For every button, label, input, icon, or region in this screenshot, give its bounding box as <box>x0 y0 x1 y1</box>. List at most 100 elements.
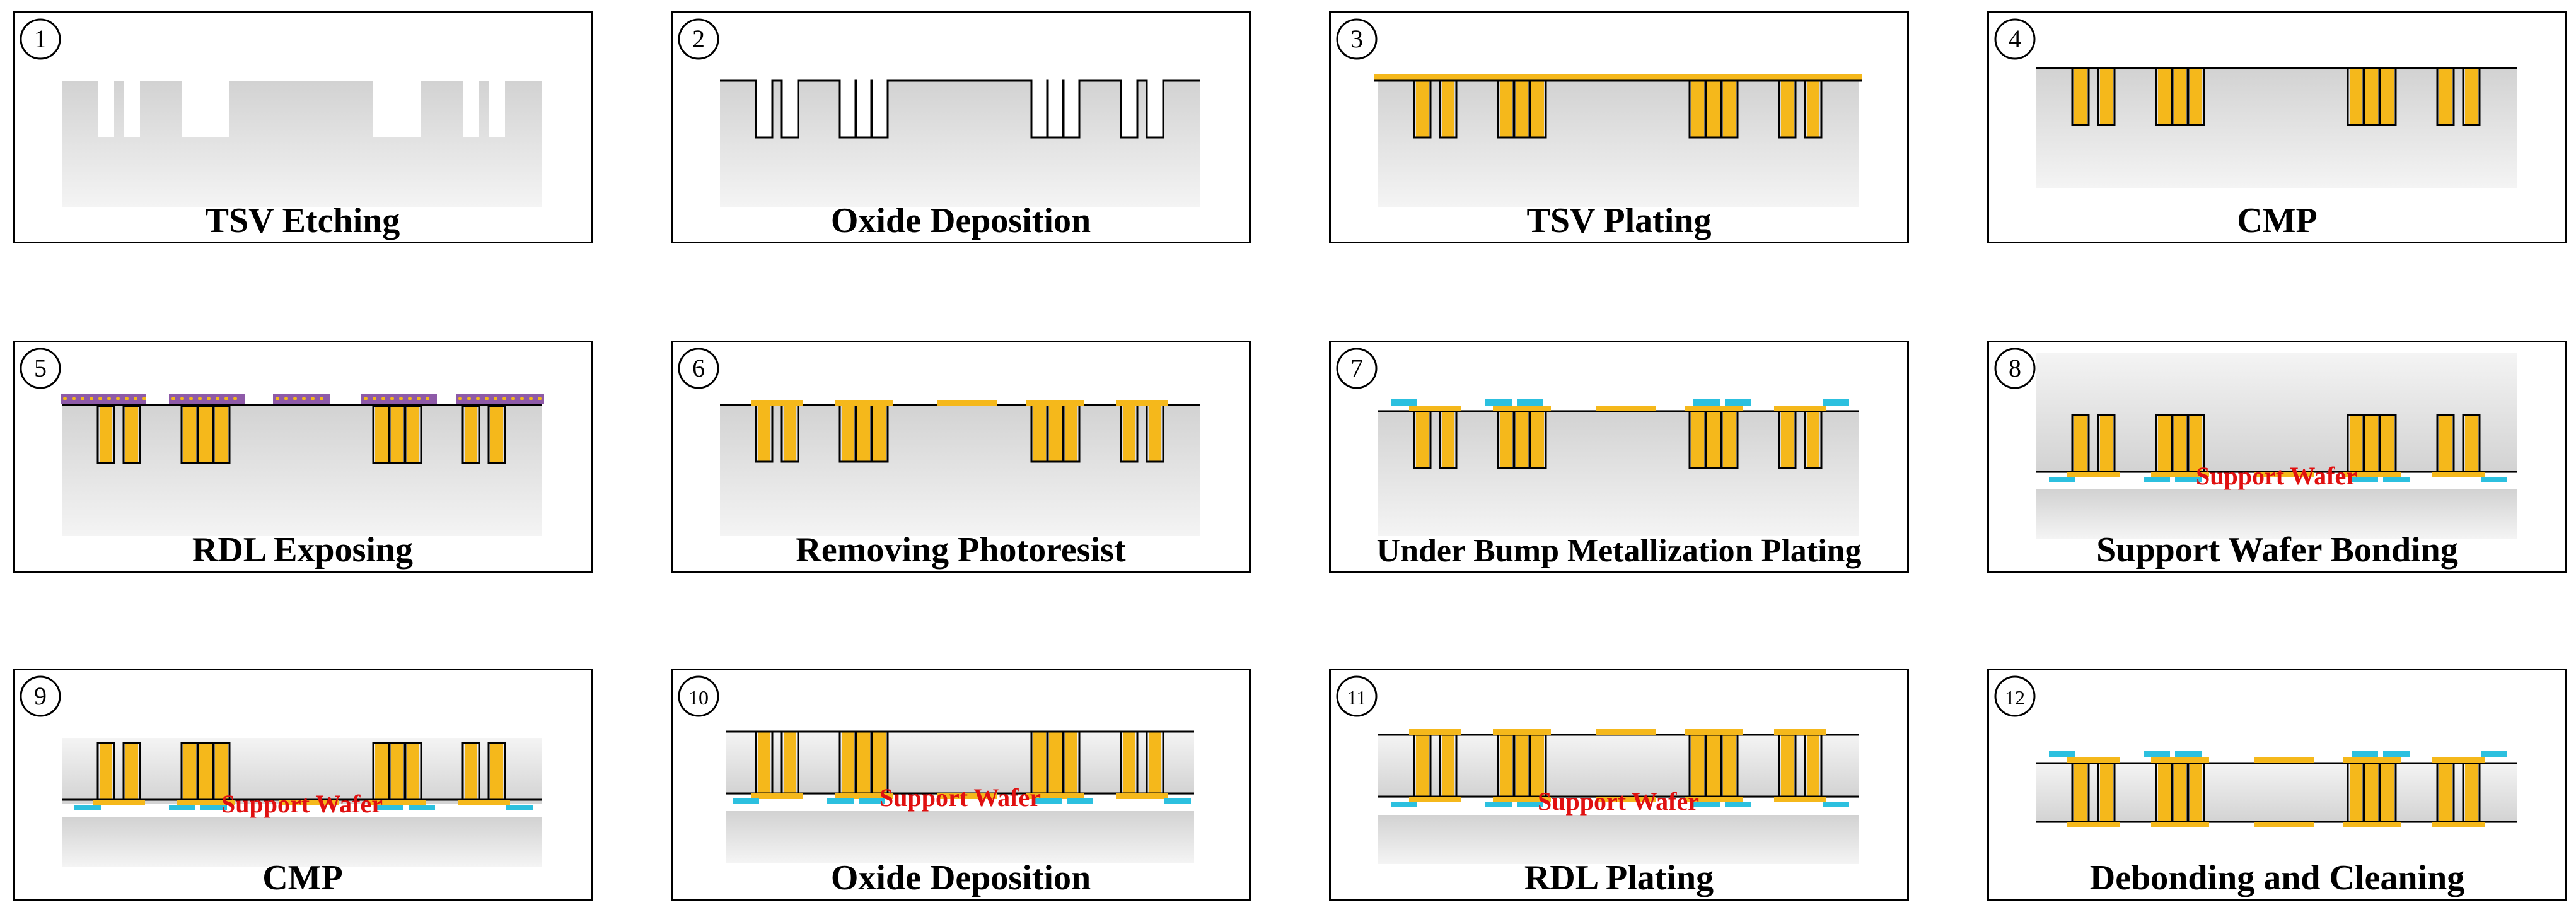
tsv-via-outline <box>2462 67 2481 126</box>
tsv-copper-fill <box>1723 735 1736 797</box>
rdl-trace <box>937 400 997 406</box>
tsv-hole <box>98 81 114 137</box>
rdl-trace <box>1774 406 1826 411</box>
rdl-trace <box>1026 793 1084 799</box>
step-number-circle <box>1336 348 1378 389</box>
support-wafer-label: Support Wafer <box>2196 462 2357 490</box>
photoresist-dot <box>72 397 76 400</box>
step-number-circle <box>678 675 719 717</box>
process-step-10-cross-section: Support Wafer <box>726 730 1194 863</box>
tsv-copper-fill <box>1781 735 1794 797</box>
tsv-copper-fill <box>1149 405 1161 462</box>
step-label: Debonding and Cleaning <box>2090 858 2464 897</box>
ubm-pad <box>2352 477 2378 482</box>
tsv-copper-fill <box>758 405 770 462</box>
step-number-circle <box>1994 18 2036 60</box>
process-step-3-cross-section <box>1374 74 1862 207</box>
tsv-copper-fill <box>2074 68 2087 125</box>
photoresist-segment <box>61 394 146 404</box>
process-step-1-cross-section <box>62 81 542 207</box>
photoresist-dot <box>302 397 306 400</box>
process-step-6-cross-section <box>720 400 1200 536</box>
photoresist-dot <box>284 397 288 400</box>
tsv-via-outline <box>487 405 506 464</box>
photoresist-dot <box>107 397 111 400</box>
rdl-trace <box>458 800 510 805</box>
tsv-copper-fill <box>2100 68 2113 125</box>
step-number-circle <box>678 348 719 389</box>
photoresist-dot <box>381 397 385 400</box>
ubm-pad <box>506 805 533 810</box>
ubm-pad <box>2175 477 2202 482</box>
photoresist-dot <box>189 397 193 400</box>
step-label: RDL Exposing <box>192 530 413 570</box>
ubm-pad <box>1693 399 1720 406</box>
step-number: 10 <box>688 686 709 709</box>
step-number: 12 <box>2005 686 2025 709</box>
tsv-hole <box>840 81 856 137</box>
tsv-copper-fill <box>2100 763 2113 822</box>
rdl-trace <box>835 400 893 406</box>
step-number: 8 <box>2009 354 2021 382</box>
ubm-pad <box>1391 399 1417 406</box>
tsv-hole <box>373 81 390 137</box>
process-step-4-cross-section <box>2036 67 2517 188</box>
tsv-copper-fill <box>183 743 196 800</box>
tsv-copper-fill <box>1123 732 1135 793</box>
rdl-trace <box>1685 797 1743 802</box>
ubm-pad <box>1693 802 1720 807</box>
support-wafer <box>2036 489 2517 539</box>
rdl-trace-top <box>1409 729 1461 735</box>
tsv-hole <box>124 81 140 137</box>
tsv-copper-fill <box>215 743 228 800</box>
photoresist-dot <box>233 397 237 400</box>
photoresist-segment <box>456 394 544 404</box>
rdl-trace-top <box>2067 757 2120 763</box>
tsv-hole <box>389 81 405 137</box>
tsv-copper-fill <box>391 406 403 463</box>
ubm-pad <box>1517 802 1543 807</box>
rdl-trace <box>1116 400 1168 406</box>
tsv-copper-fill <box>1416 411 1429 468</box>
rdl-trace <box>1493 406 1551 411</box>
tsv-copper-fill <box>2381 68 2394 125</box>
tsv-copper-fill <box>1065 405 1077 462</box>
rdl-trace-top <box>2151 757 2209 763</box>
rdl-trace <box>1026 400 1084 406</box>
tsv-hole <box>856 81 872 137</box>
silicon-wafer <box>726 732 1194 795</box>
tsv-copper-fill <box>407 743 419 800</box>
rdl-trace-top <box>1493 729 1551 735</box>
rdl-trace <box>937 793 997 799</box>
photoresist-dot <box>458 397 462 400</box>
tsv-copper-fill <box>2158 68 2171 125</box>
photoresist-dot <box>538 397 542 400</box>
photoresist-dot <box>511 397 515 400</box>
tsv-copper-fill <box>2190 68 2202 125</box>
photoresist-dot <box>320 397 323 400</box>
tsv-copper-fill <box>1691 411 1704 468</box>
tsv-copper-fill <box>1516 411 1528 468</box>
tsv-copper-fill <box>2174 68 2186 125</box>
process-step-12-cross-section <box>2036 751 2517 827</box>
tsv-via-outline <box>212 405 231 464</box>
tsv-via-outline <box>2436 67 2455 126</box>
oxide-liner <box>720 79 1200 139</box>
tsv-copper-fill <box>1781 411 1794 468</box>
silicon-wafer <box>62 81 542 207</box>
process-step-8-cross-section: Support Wafer <box>2036 353 2517 539</box>
tsv-copper-fill <box>2439 415 2452 472</box>
photoresist-dot <box>198 397 202 400</box>
process-step-2-cross-section <box>720 79 1200 207</box>
ubm-pad <box>1725 802 1751 807</box>
step-label: TSV Etching <box>206 201 400 240</box>
tsv-copper-fill <box>873 405 886 462</box>
step-number-circle <box>1336 675 1378 717</box>
step-number: 4 <box>2009 25 2021 53</box>
ubm-pad <box>827 798 854 804</box>
tsv-copper-fill <box>391 743 403 800</box>
ubm-pad <box>2481 751 2507 757</box>
